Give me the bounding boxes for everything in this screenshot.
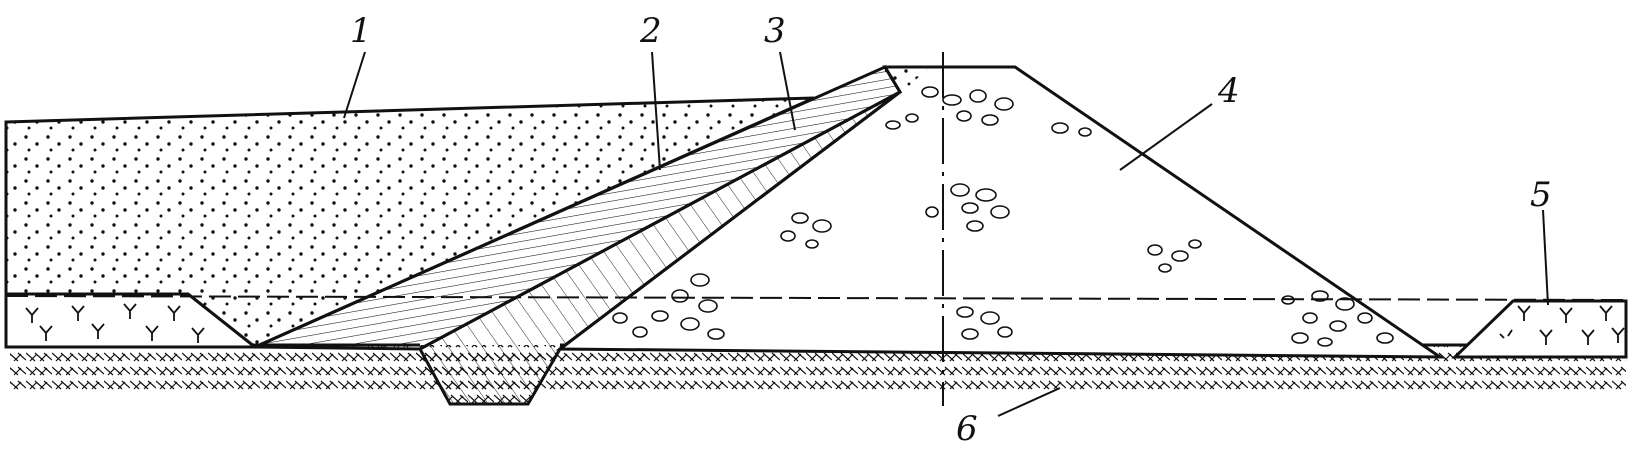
water-level-line (5, 295, 1627, 301)
peat-layer-right (1451, 299, 1628, 359)
rock-particles (612, 86, 1394, 347)
label-5: 5 (1530, 175, 1552, 215)
label-4: 4 (1218, 71, 1240, 111)
label-6: 6 (956, 409, 978, 449)
core-zone (417, 90, 901, 406)
label-3: 3 (764, 11, 786, 51)
label-2: 2 (640, 11, 662, 51)
label-1: 1 (350, 11, 372, 51)
leader-lines (343, 51, 1549, 417)
